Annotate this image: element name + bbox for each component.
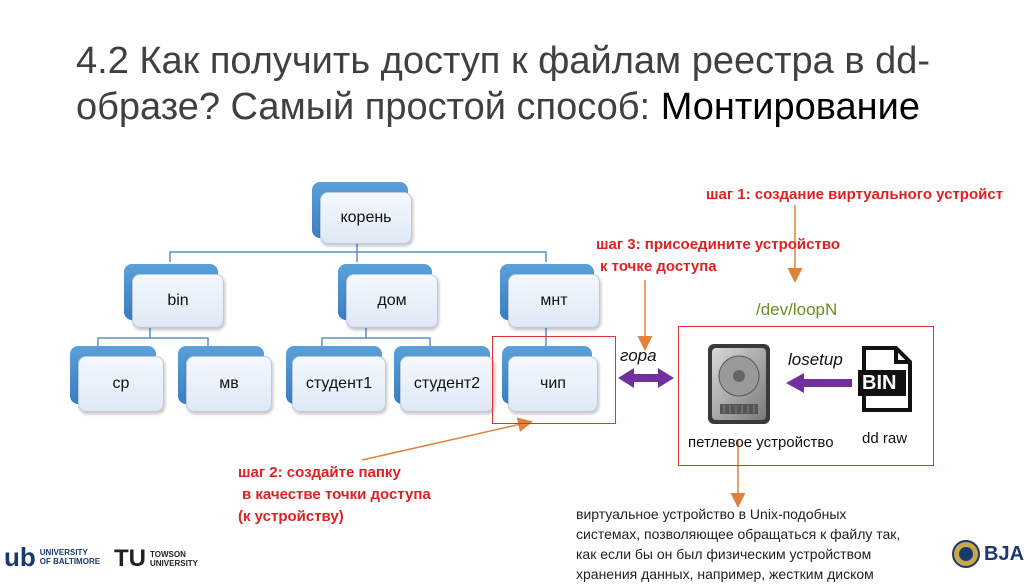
doj-seal-icon	[952, 540, 980, 568]
note-line-2: системах, позволяющее обращаться к файлу…	[576, 526, 901, 542]
tu-line-2: UNIVERSITY	[150, 559, 199, 568]
towson-logo-mark: TU	[114, 545, 146, 572]
node-root: корень	[320, 192, 412, 244]
step2-line-1: шаг 2: создайте папку	[238, 464, 401, 481]
bja-logo: BJA	[952, 540, 1024, 568]
step2-text: шаг 2: создайте папку в качестве точки д…	[238, 462, 431, 528]
node-mnt: мнт	[508, 274, 600, 328]
node-student1-label: студент1	[305, 375, 373, 392]
step1-text: шаг 1: создание виртуального устройст	[706, 186, 1004, 203]
step2-line-2: в качестве точки доступа	[242, 486, 431, 503]
step3-line-2: к точке доступа	[600, 258, 717, 275]
mount-point-highlight	[492, 336, 616, 424]
loop-device-note: виртуальное устройство в Unix-подобных с…	[576, 504, 900, 584]
node-mnt-label: мнт	[540, 292, 568, 309]
connector-dom-children	[321, 326, 431, 346]
node-bin: bin	[132, 274, 224, 328]
tu-line-1: TOWSON	[150, 550, 186, 559]
bin-file-text: BIN	[862, 372, 897, 394]
node-cp-label: cp	[112, 375, 130, 392]
dd-raw-label: dd raw	[862, 430, 908, 447]
node-bin-label: bin	[167, 292, 189, 309]
node-dom: дом	[346, 274, 438, 328]
connector-root-bin	[169, 242, 358, 262]
dev-loop-path: /dev/loopN	[756, 300, 838, 319]
losetup-label: losetup	[788, 350, 843, 369]
arrow-step2	[361, 417, 533, 461]
connector-root-dom-mnt	[356, 251, 547, 262]
ub-line-1: UNIVERSITY	[39, 548, 88, 557]
node-student1: студент1	[292, 356, 386, 412]
node-mv: мв	[186, 356, 272, 412]
node-dom-label: дом	[377, 292, 407, 309]
mount-double-arrow	[618, 368, 674, 388]
ub-logo: ub UNIVERSITY OF BALTIMORE	[4, 542, 100, 572]
node-mv-label: мв	[219, 375, 239, 392]
step2-line-3: (к устройству)	[238, 508, 344, 525]
loop-device-label: петлевое устройство	[688, 434, 834, 451]
title-line-1: 4.2 Как получить доступ к файлам реестра…	[76, 40, 931, 82]
bja-text: BJA	[984, 542, 1024, 565]
slide-title: 4.2 Как получить доступ к файлам реестра…	[76, 38, 976, 130]
mount-label: гора	[620, 346, 657, 365]
step3-text: шаг 3: присоедините устройство к точке д…	[596, 234, 840, 278]
hard-drive-icon	[708, 344, 770, 424]
title-emphasis: Монтирование	[660, 86, 921, 128]
towson-logo-text: TOWSON UNIVERSITY	[150, 550, 198, 568]
towson-logo: TU TOWSON UNIVERSITY	[114, 544, 198, 574]
title-line-2: образе? Самый простой способ:	[76, 86, 661, 128]
connector-bin-children	[97, 326, 209, 346]
ub-logo-text: UNIVERSITY OF BALTIMORE	[40, 548, 100, 566]
note-line-3: как если бы он был физическим устройство…	[576, 546, 872, 562]
node-cp: cp	[78, 356, 164, 412]
tree-connectors	[97, 242, 547, 346]
ub-logo-mark: ub	[4, 541, 36, 572]
step3-line-1: шаг 3: присоедините устройство	[596, 236, 841, 253]
losetup-arrow	[786, 373, 852, 393]
note-line-1: виртуальное устройство в Unix-подобных	[576, 506, 847, 522]
node-student2: студент2	[400, 356, 494, 412]
node-chip-label: чип	[540, 375, 566, 392]
bin-file-icon: BIN	[858, 346, 912, 412]
ub-line-2: OF BALTIMORE	[39, 557, 101, 566]
node-root-label: корень	[340, 209, 392, 226]
node-student2-label: студент2	[413, 375, 481, 392]
node-chip: чип	[508, 356, 598, 412]
device-box	[678, 326, 934, 466]
note-line-4: хранения данных, например, жестким диско…	[576, 566, 874, 582]
